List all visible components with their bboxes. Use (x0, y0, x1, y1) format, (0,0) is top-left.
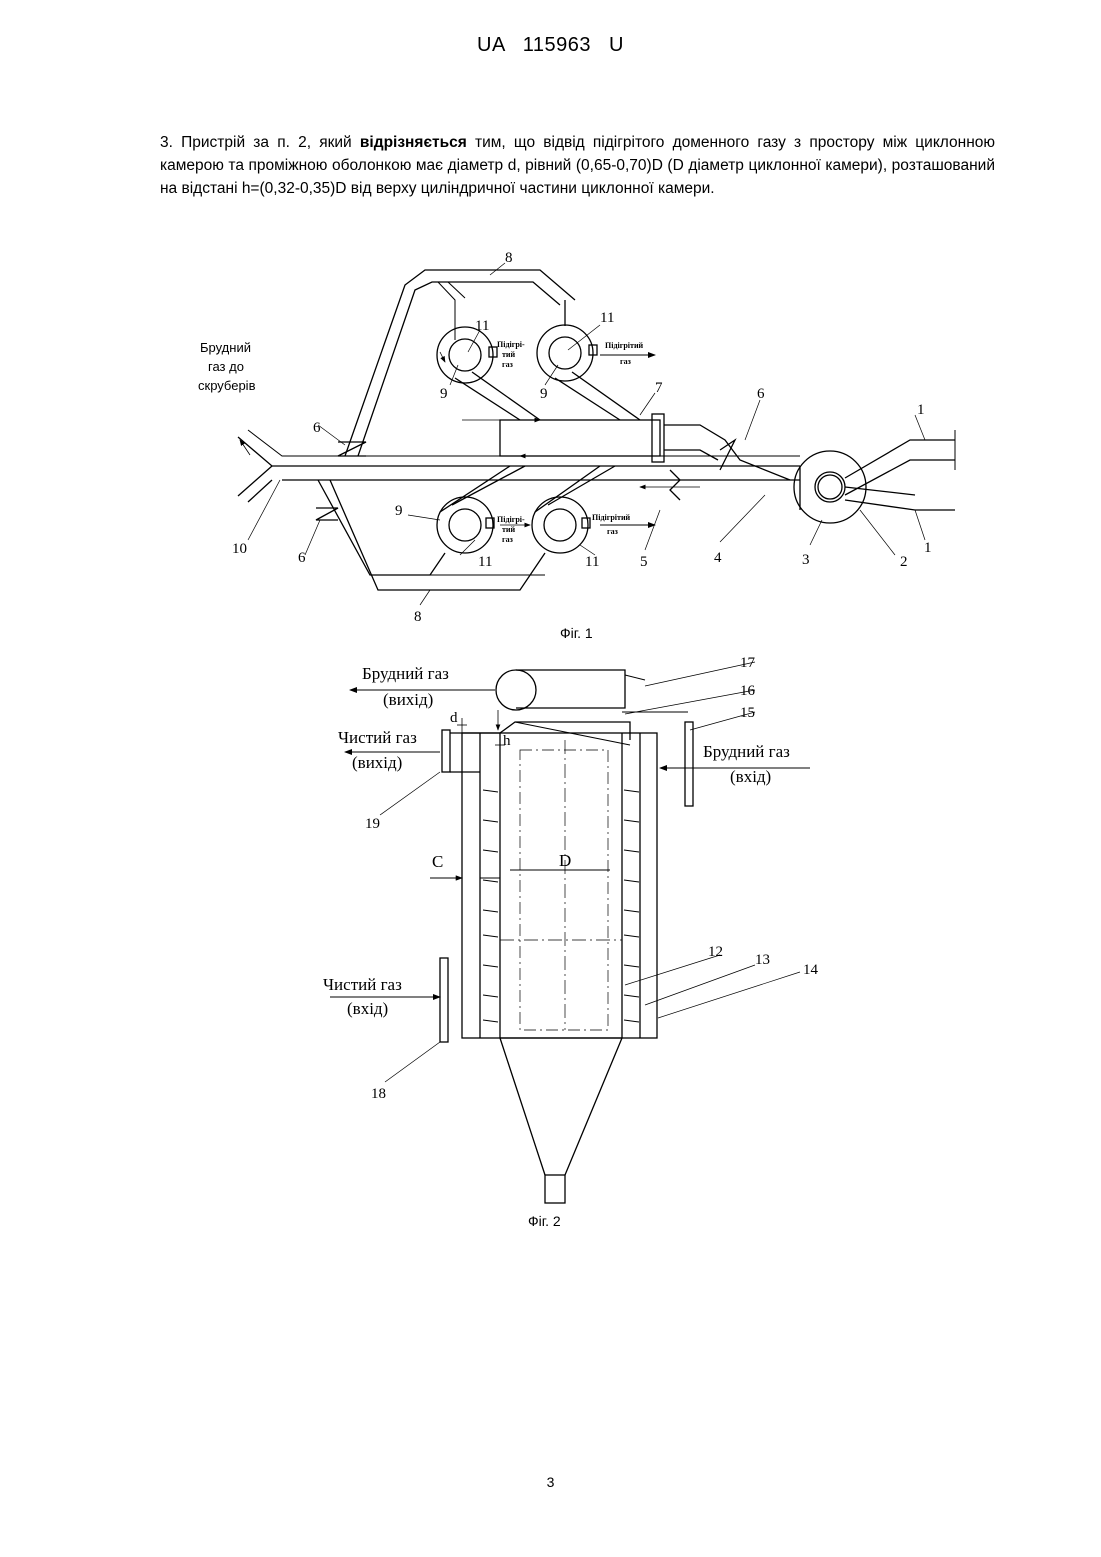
fig1-label-11-d: 11 (585, 554, 599, 570)
fig2-dim-h: h (503, 733, 511, 749)
fig2-clean-gas-in-line2: (вхід) (347, 999, 388, 1018)
fig1-label-2: 2 (900, 554, 908, 570)
fig2-clean-gas-out-line1: Чистий газ (338, 728, 417, 747)
figure-2-labels: 17 16 15 Брудний газ (вихід) Чистий газ … (323, 655, 819, 1229)
fig2-caption: Фіг. 2 (528, 1213, 561, 1229)
fig1-label-6-right: 6 (757, 386, 765, 402)
fig1-label-6-bottom: 6 (298, 550, 306, 566)
fig2-dirty-gas-in-line2: (вхід) (730, 767, 771, 786)
fig1-label-8-bottom: 8 (414, 609, 422, 625)
fig2-label-16: 16 (740, 683, 756, 699)
fig1-label-1-bottom: 1 (924, 540, 932, 556)
fig2-label-15: 15 (740, 705, 755, 721)
fig2-dirty-gas-out-line2: (вихід) (383, 690, 433, 709)
fig1-heated-gas-b-line2: газ (620, 357, 632, 366)
fig2-label-17: 17 (740, 655, 756, 671)
fig2-label-18: 18 (371, 1086, 386, 1102)
fig1-label-11-b: 11 (600, 310, 614, 326)
fig1-label-9-c: 9 (395, 503, 403, 519)
fig1-heated-gas-a-line1: Підігрі- (497, 340, 525, 349)
fig2-label-12: 12 (708, 944, 723, 960)
fig1-label-4: 4 (714, 550, 722, 566)
page-number: 3 (0, 1474, 1101, 1490)
fig1-caption: Фіг. 1 (560, 625, 593, 641)
fig1-label-8-top: 8 (505, 250, 513, 266)
fig1-label-7: 7 (655, 380, 663, 396)
fig1-label-11-a: 11 (475, 318, 489, 334)
fig1-heated-gas-a-line3: газ (502, 360, 514, 369)
fig1-label-9-b: 9 (540, 386, 548, 402)
fig1-dirty-gas-line3: скруберів (198, 378, 256, 393)
fig2-dirty-gas-in-line1: Брудний газ (703, 742, 790, 761)
fig1-dirty-gas-line2: газ до (208, 359, 244, 374)
fig2-label-13: 13 (755, 952, 770, 968)
fig1-label-10: 10 (232, 541, 247, 557)
fig1-heated-gas-c-line2: тий (502, 525, 516, 534)
fig2-label-19: 19 (365, 816, 380, 832)
fig1-label-9-a: 9 (440, 386, 448, 402)
fig2-dim-D: D (559, 851, 571, 870)
fig1-label-6-top: 6 (313, 420, 321, 436)
fig1-heated-gas-a-line2: тий (502, 350, 516, 359)
fig2-dim-C: C (432, 852, 443, 871)
fig2-dim-d: d (450, 710, 458, 726)
fig1-label-5: 5 (640, 554, 648, 570)
fig2-label-14: 14 (803, 962, 819, 978)
fig1-heated-gas-d-line1: Підігрітий (592, 513, 631, 522)
fig2-clean-gas-out-line2: (вихід) (352, 753, 402, 772)
fig1-dirty-gas-line1: Брудний (200, 340, 251, 355)
fig1-heated-gas-b-line1: Підігрітий (605, 341, 644, 350)
fig2-dirty-gas-out-line1: Брудний газ (362, 664, 449, 683)
fig1-label-3: 3 (802, 552, 810, 568)
fig1-heated-gas-d-line2: газ (607, 527, 619, 536)
fig2-clean-gas-in-line1: Чистий газ (323, 975, 402, 994)
fig1-label-1-top: 1 (917, 402, 925, 418)
fig1-heated-gas-c-line1: Підігрі- (497, 515, 525, 524)
fig1-label-11-c: 11 (478, 554, 492, 570)
fig1-heated-gas-c-line3: газ (502, 535, 514, 544)
